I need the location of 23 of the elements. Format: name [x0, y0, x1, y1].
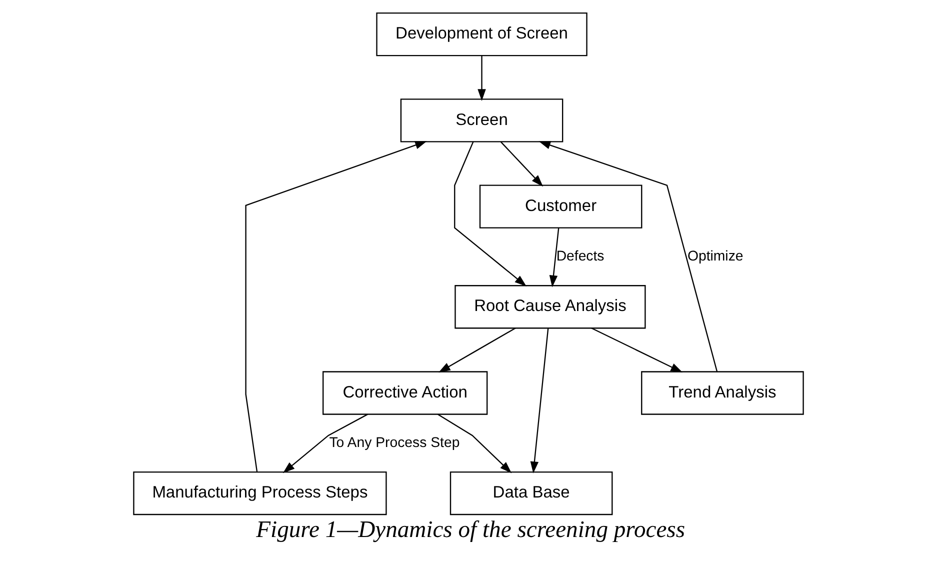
arrow	[245, 141, 427, 472]
arrow	[538, 141, 718, 372]
caption: Figure 1—Dynamics of the screening process	[256, 516, 686, 543]
arrow	[549, 228, 560, 288]
node-box: Data Base	[450, 471, 613, 516]
arrow	[530, 328, 549, 474]
node-box: Screen	[400, 98, 564, 142]
node-box: Customer	[479, 184, 642, 228]
edge-label: To Any Process Step	[329, 434, 460, 450]
edge-label: Optimize	[687, 247, 744, 264]
node-box: Trend Analysis	[641, 371, 804, 415]
arrow	[438, 328, 516, 373]
node-box: Manufacturing Process Steps	[133, 471, 387, 516]
arrow	[500, 142, 544, 187]
node-box: Corrective Action	[322, 371, 488, 415]
arrow	[478, 56, 486, 101]
arrow	[282, 414, 368, 474]
arrow	[591, 328, 683, 372]
node-box: Root Cause Analysis	[454, 285, 646, 329]
edge-label: Defects	[556, 247, 604, 264]
node-box: Development of Screen	[376, 12, 588, 56]
arrow	[454, 142, 526, 286]
arrow	[438, 414, 512, 474]
